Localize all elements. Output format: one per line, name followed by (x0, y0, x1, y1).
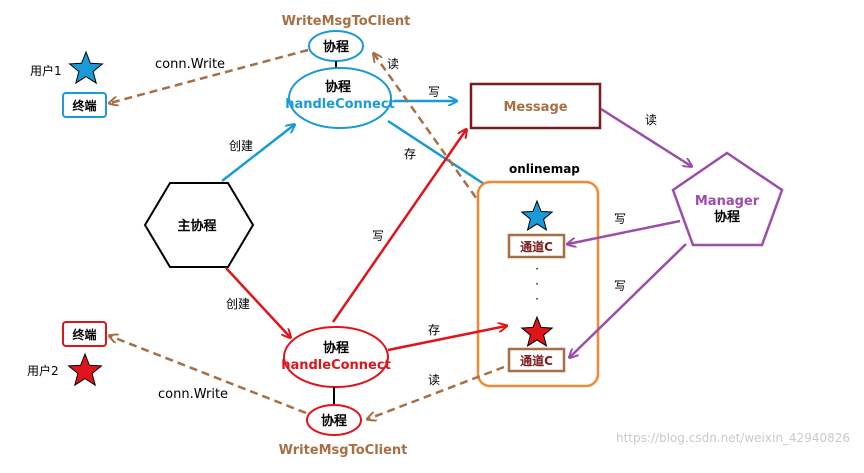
store-bottom-arrow (387, 326, 506, 352)
manager-coroutine-label: 协程 (714, 209, 740, 225)
onlinemap-container (476, 180, 600, 388)
conn-write-top-label: conn.Write (155, 57, 225, 72)
create-top-arrow (221, 125, 294, 182)
write-bottom-to-message-arrow (331, 130, 466, 323)
terminal-top-label: 终端 (72, 98, 96, 113)
coroutine-bottom-writer-label: 协程 (321, 413, 347, 429)
read-message-arrow (600, 107, 691, 166)
star-icon-red-user2 (67, 352, 103, 387)
write-channel-top-label: 写 (614, 212, 626, 226)
ellipsis-dot-2: · (535, 277, 539, 291)
handle-connect-bottom-coroutine-label: 协程 (323, 340, 349, 356)
onlinemap-title: onlinemap (509, 162, 580, 176)
channel-top-box (507, 233, 566, 259)
ellipsis-dot-1: · (535, 262, 539, 276)
write-top-to-message-label: 写 (428, 85, 440, 99)
main-coroutine-hexagon (143, 182, 255, 268)
write-msg-to-client-title-bottom: WriteMsgToClient (279, 443, 408, 458)
write-bottom-to-message-label: 写 (372, 229, 384, 243)
conn-write-top-arrow (110, 48, 309, 103)
read-bottom-label: 读 (428, 373, 440, 387)
terminal-bottom-label: 终端 (72, 327, 96, 342)
create-bottom-arrow (225, 267, 290, 337)
conn-write-bottom-label: conn.Write (158, 387, 228, 402)
read-top-label: 读 (387, 57, 399, 71)
channel-bottom-label: 通道C (520, 353, 553, 368)
write-channel-bottom-label: 写 (614, 279, 626, 293)
handle-connect-top-node (288, 67, 392, 129)
user2-label: 用户2 (27, 363, 59, 378)
message-label: Message (503, 100, 567, 115)
terminal-top-box (62, 92, 107, 118)
write-channel-bottom-arrow (570, 243, 687, 357)
manager-label: Manager (695, 194, 760, 209)
read-message-label: 读 (645, 113, 657, 127)
conn-write-bottom-arrow (110, 336, 307, 415)
handle-connect-bottom-label: handleConnect (281, 358, 391, 373)
star-icon-red-onlinemap (520, 315, 554, 348)
write-channel-top-arrow (568, 219, 681, 244)
store-bottom-label: 存 (428, 323, 440, 337)
handle-connect-bottom-node (283, 326, 389, 388)
store-top-label: 存 (404, 147, 416, 161)
main-coroutine-label: 主协程 (177, 218, 216, 234)
coroutine-top-writer-label: 协程 (323, 39, 349, 55)
ellipsis-dot-3: · (535, 292, 539, 306)
write-msg-to-client-title-top: WriteMsgToClient (282, 14, 411, 29)
user1-label: 用户1 (30, 63, 62, 78)
terminal-bottom-box (62, 321, 107, 347)
manager-pentagon (671, 151, 784, 247)
coroutine-bottom-writer-node (306, 404, 362, 436)
handle-connect-top-coroutine-label: 协程 (325, 79, 351, 95)
read-bottom-arrow (368, 365, 505, 419)
watermark-text: https://blog.csdn.net/weixin_42940826 (616, 431, 850, 445)
create-top-label: 创建 (229, 139, 253, 153)
channel-bottom-box (507, 347, 566, 373)
create-bottom-label: 创建 (226, 297, 250, 311)
message-box (469, 82, 602, 130)
star-icon-blue-user1 (68, 50, 104, 85)
channel-top-label: 通道C (520, 239, 553, 254)
handle-connect-top-label: handleConnect (285, 97, 395, 112)
star-icon-blue-onlinemap (520, 199, 554, 232)
